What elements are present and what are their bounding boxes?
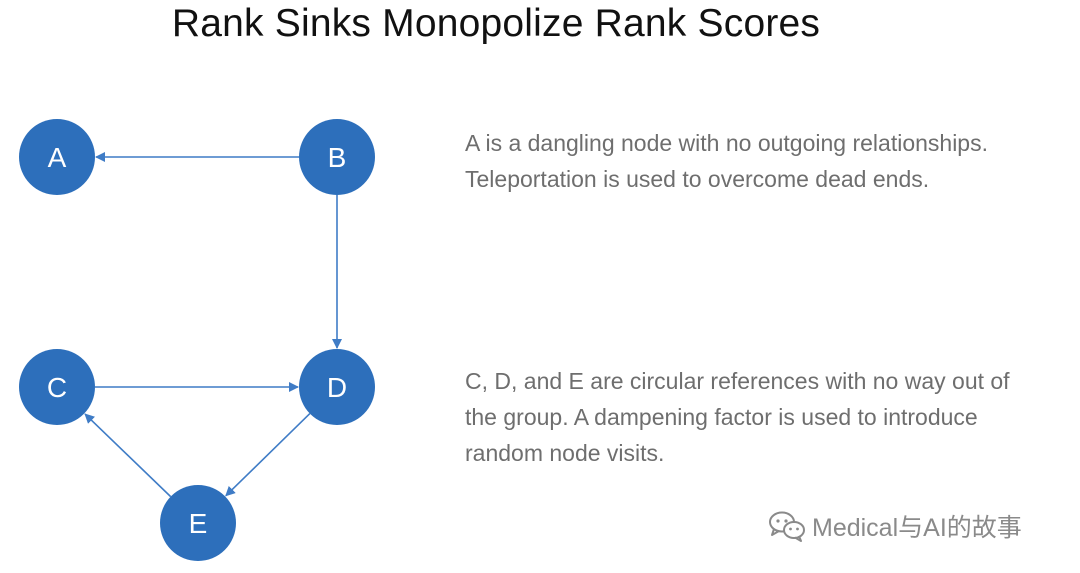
circular-reference-description: C, D, and E are circular references with… <box>465 368 1010 466</box>
nodes-layer: A B C D E <box>19 119 375 561</box>
node-b: B <box>299 119 375 195</box>
edge-d-to-e <box>225 413 311 497</box>
node-d-label: D <box>327 372 347 403</box>
node-e-circle <box>160 485 236 561</box>
node-d: D <box>299 349 375 425</box>
node-d-circle <box>299 349 375 425</box>
watermark: Medical与AI的故事 <box>768 508 1022 544</box>
node-a-label: A <box>48 142 67 173</box>
edges-layer <box>84 152 342 498</box>
edge-e-to-c <box>84 413 172 498</box>
node-c-circle <box>19 349 95 425</box>
node-c: C <box>19 349 95 425</box>
dangling-node-description: A is a dangling node with no outgoing re… <box>465 130 988 192</box>
diagram-title: Rank Sinks Monopolize Rank Scores <box>171 2 821 45</box>
node-e: E <box>160 485 236 561</box>
node-c-label: C <box>47 372 67 403</box>
node-b-circle <box>299 119 375 195</box>
node-a-circle <box>19 119 95 195</box>
node-a: A <box>19 119 95 195</box>
wechat-icon <box>768 510 806 542</box>
node-e-label: E <box>189 508 208 539</box>
node-b-label: B <box>328 142 347 173</box>
watermark-text: Medical与AI的故事 <box>812 514 1022 542</box>
